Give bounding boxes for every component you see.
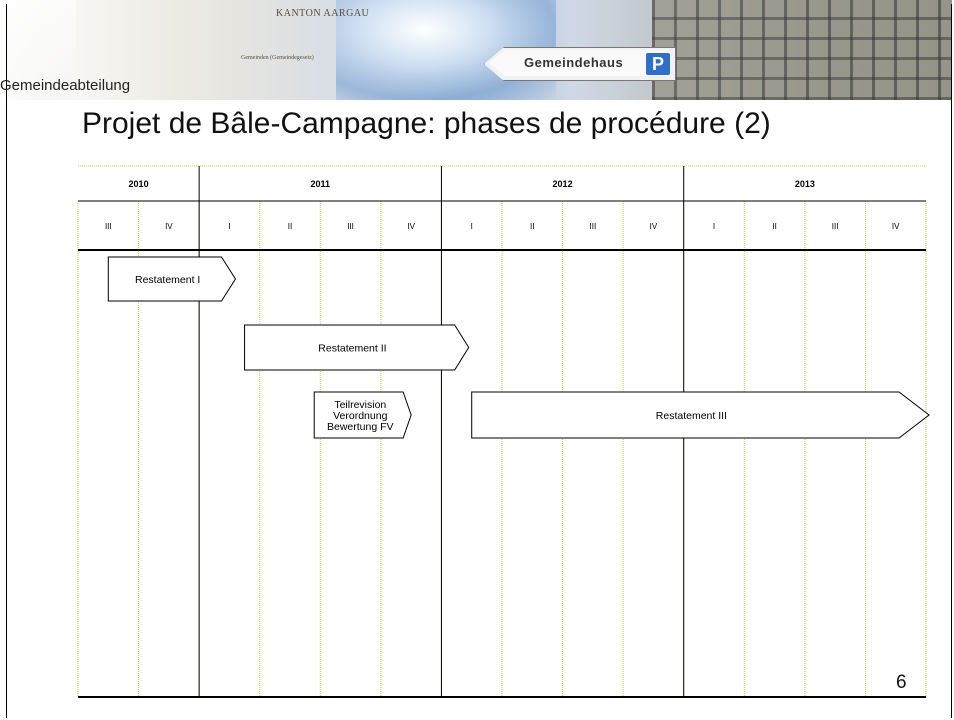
quarter-label: IV bbox=[892, 222, 900, 231]
quarter-label: I bbox=[228, 222, 230, 231]
phase-label: Restatement III bbox=[656, 410, 727, 422]
parking-icon: P bbox=[646, 53, 670, 75]
phase-label: Bewertung FV bbox=[327, 421, 394, 433]
sign-label: Gemeindehaus bbox=[524, 55, 624, 70]
quarter-label: III bbox=[105, 222, 112, 231]
quarter-label: II bbox=[288, 222, 292, 231]
quarter-label: IV bbox=[407, 222, 415, 231]
facade-image bbox=[652, 0, 952, 100]
quarter-label: I bbox=[713, 222, 715, 231]
phase-label: Restatement II bbox=[318, 343, 386, 355]
phase-arrow bbox=[313, 391, 412, 439]
year-label: 2011 bbox=[311, 179, 331, 189]
year-label: 2012 bbox=[553, 179, 573, 189]
quarter-label: III bbox=[832, 222, 839, 231]
quarter-label: IV bbox=[650, 222, 658, 231]
quarter-label: IV bbox=[165, 222, 173, 231]
phase-label: Verordnung bbox=[333, 410, 387, 422]
header-banner: KANTON AARGAU Gemeinden (Gemeindegesetz)… bbox=[6, 0, 952, 100]
department-name: Gemeindeabteilung bbox=[0, 77, 131, 94]
year-label: 2010 bbox=[129, 179, 149, 189]
phase-arrow bbox=[107, 256, 237, 302]
phase-label: Teilrevision bbox=[334, 399, 386, 411]
slide-frame bbox=[6, 4, 952, 718]
quarter-label: II bbox=[530, 222, 534, 231]
banner-gemeinden-text: Gemeinden (Gemeindegesetz) bbox=[241, 55, 314, 61]
slide-title: Projet de Bâle-Campagne: phases de procé… bbox=[82, 107, 771, 140]
phase-arrow bbox=[244, 324, 470, 371]
page-number: 6 bbox=[896, 672, 907, 693]
sign-plate-inner bbox=[489, 50, 667, 76]
quarter-label: I bbox=[471, 222, 473, 231]
banner-kanton-text: KANTON AARGAU bbox=[276, 8, 370, 19]
quarter-label: III bbox=[347, 222, 354, 231]
phase-arrow bbox=[471, 391, 930, 439]
gemeindehaus-sign: Gemeindehaus P bbox=[484, 47, 680, 81]
year-label: 2013 bbox=[795, 179, 815, 189]
quarter-label: II bbox=[772, 222, 776, 231]
phase-label: Restatement I bbox=[135, 274, 200, 286]
quarter-label: III bbox=[590, 222, 597, 231]
